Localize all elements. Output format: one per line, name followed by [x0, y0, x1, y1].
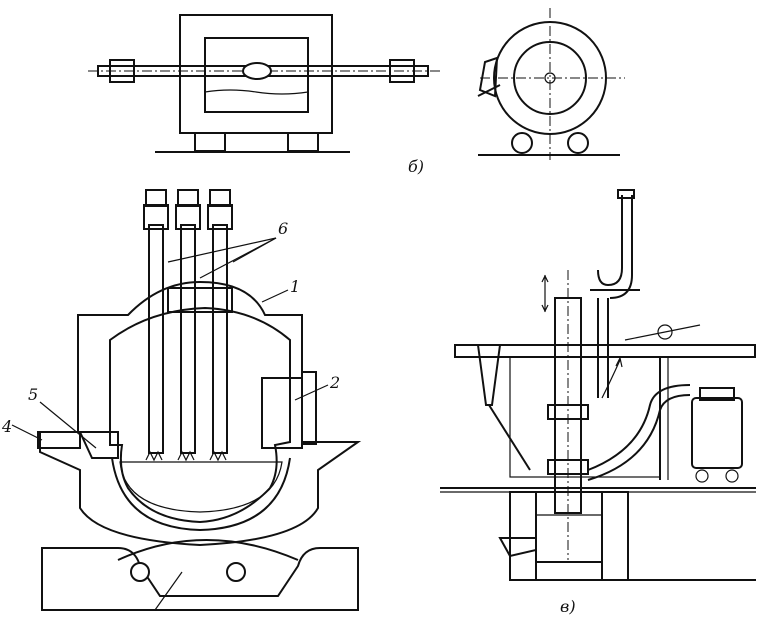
label-5: 5: [28, 385, 38, 404]
view-b-label: б): [408, 157, 424, 176]
label-4: 4: [1, 417, 12, 436]
view-v-label: в): [560, 597, 576, 616]
view-b-side: [88, 14, 440, 153]
label-1: 1: [290, 277, 300, 296]
label-6: 6: [278, 219, 288, 238]
label-2: 2: [329, 373, 340, 392]
view-b-end: б): [408, 8, 625, 176]
arc-furnace-section: 6 1 2 5 4: [1, 189, 362, 611]
view-v-section: в): [440, 189, 756, 616]
